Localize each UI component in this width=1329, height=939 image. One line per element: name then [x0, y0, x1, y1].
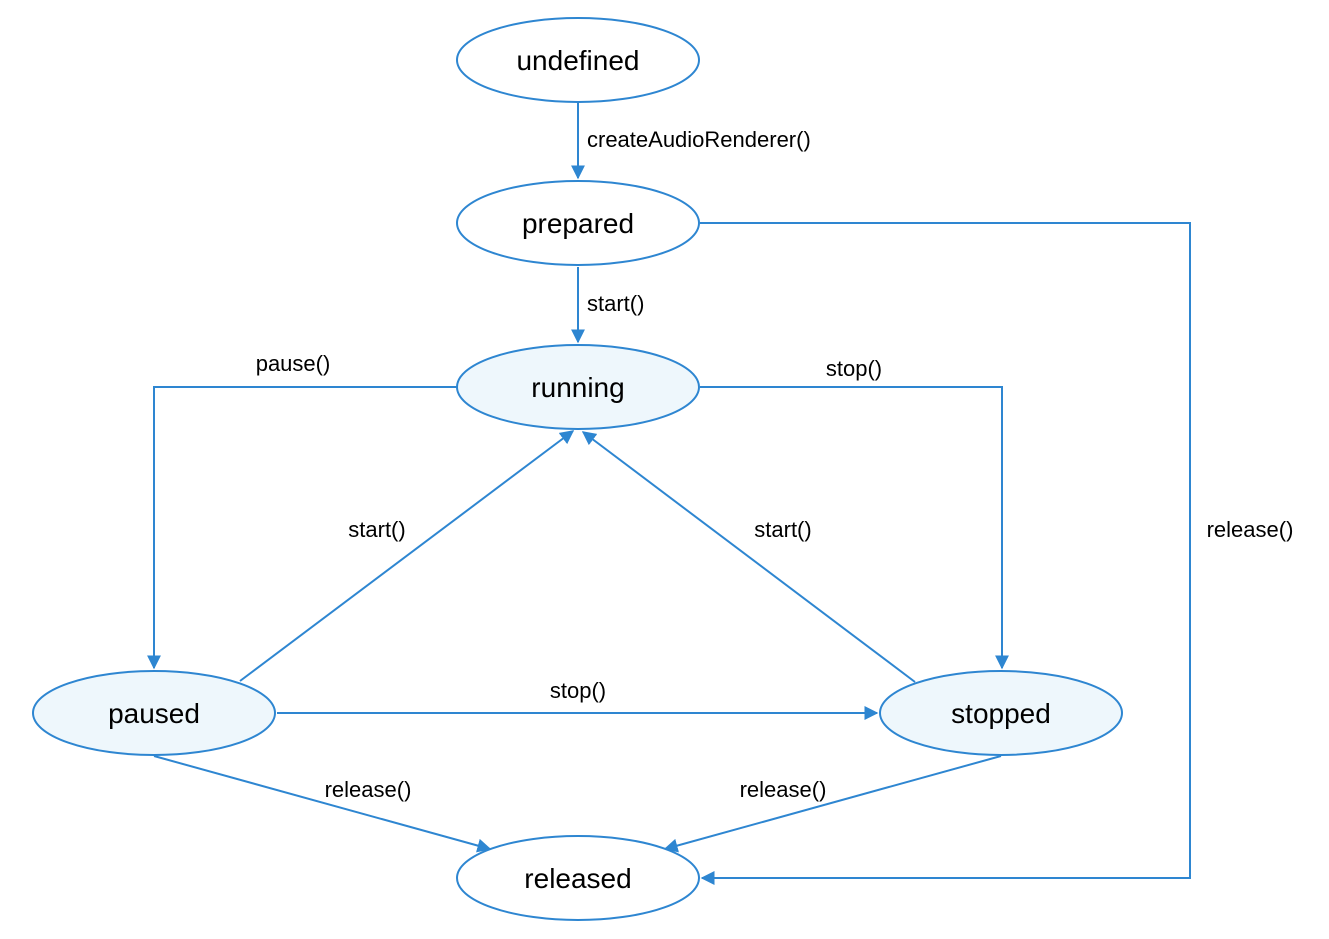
state-released: released: [456, 835, 700, 921]
state-stopped-label: stopped: [951, 698, 1051, 729]
edge-paused-running: [239, 430, 575, 682]
state-undefined-ellipse: [456, 17, 700, 103]
edge-paused-released: [153, 755, 492, 853]
label-release-prepared: release(): [1207, 517, 1294, 542]
label-create-audio-renderer: createAudioRenderer(): [587, 127, 811, 152]
label-release-paused: release(): [325, 777, 412, 802]
edge-stopped-released: [663, 755, 1002, 853]
state-undefined: undefined: [456, 17, 700, 103]
state-stopped: stopped: [879, 670, 1123, 756]
label-pause: pause(): [256, 351, 331, 376]
label-stop-paused: stop(): [550, 678, 606, 703]
edge-prepared-released: [700, 222, 1191, 885]
edge-running-stopped: [700, 386, 1009, 670]
state-running-label: running: [531, 372, 624, 403]
label-start-paused: start(): [348, 517, 405, 542]
state-released-ellipse: [456, 835, 700, 921]
state-prepared-label: prepared: [522, 208, 634, 239]
state-released-label: released: [524, 863, 631, 894]
state-running: running: [456, 344, 700, 430]
label-stop-running: stop(): [826, 356, 882, 381]
state-stopped-ellipse: [879, 670, 1123, 756]
label-release-stopped: release(): [740, 777, 827, 802]
state-prepared-ellipse: [456, 180, 700, 266]
label-start-prepared: start(): [587, 291, 644, 316]
state-prepared: prepared: [456, 180, 700, 266]
state-undefined-label: undefined: [516, 45, 639, 76]
state-paused: paused: [32, 670, 276, 756]
edge-running-paused: [147, 386, 457, 670]
state-paused-ellipse: [32, 670, 276, 756]
edge-stopped-running: [581, 431, 916, 683]
label-start-stopped: start(): [754, 517, 811, 542]
state-running-ellipse: [456, 344, 700, 430]
state-paused-label: paused: [108, 698, 200, 729]
